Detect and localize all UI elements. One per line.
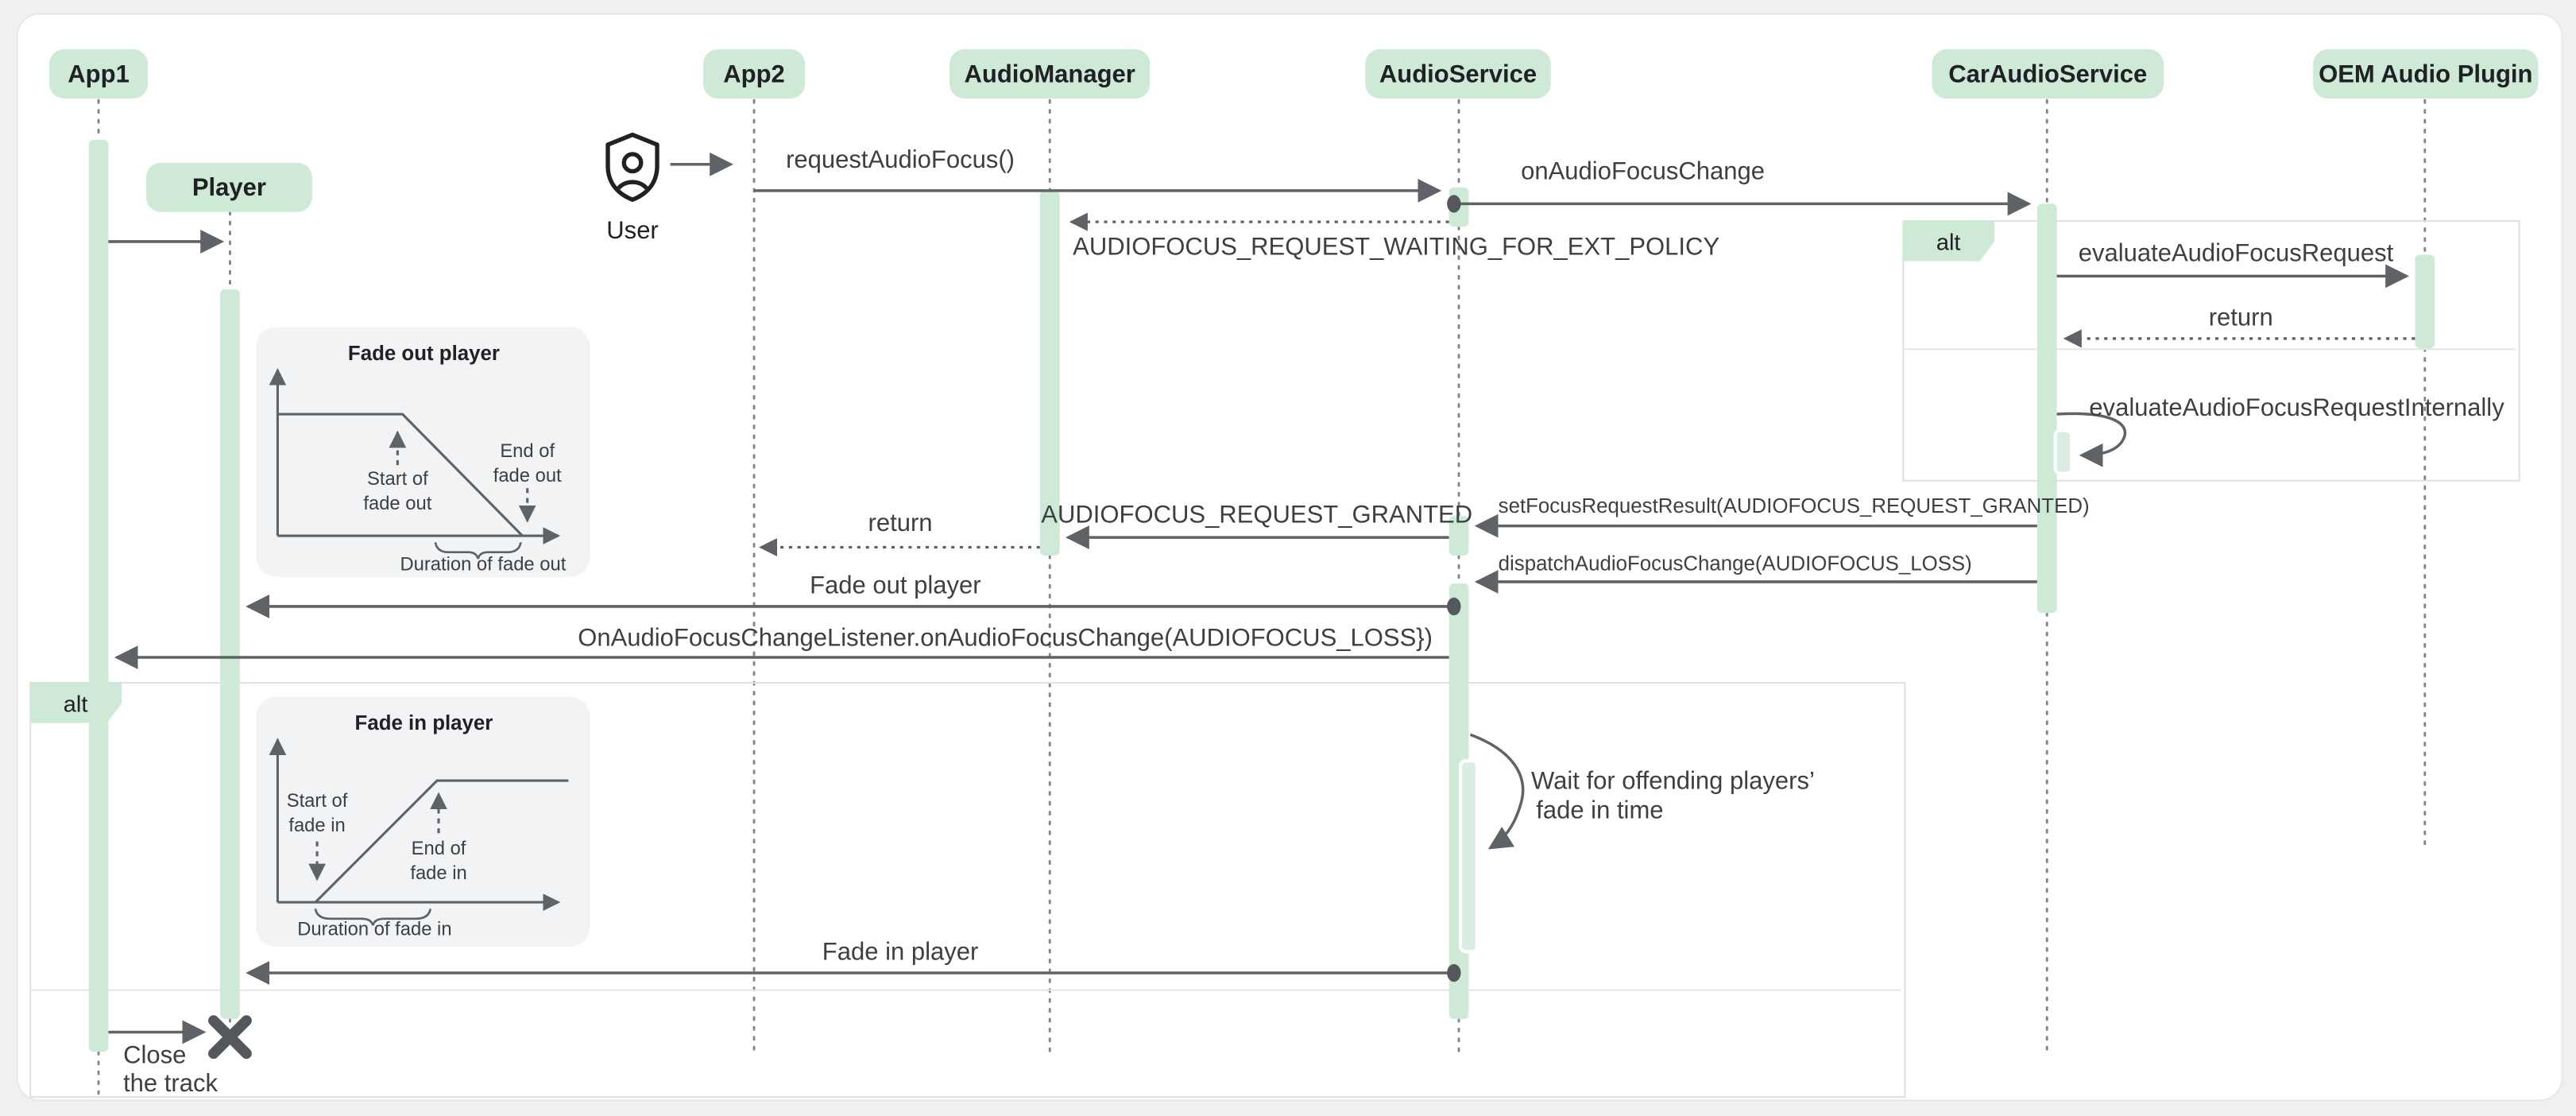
alt-left-label: alt: [63, 689, 88, 716]
activation-caraudioservice: [2036, 203, 2057, 614]
participant-app1-label: App1: [68, 60, 130, 88]
alt-right-label: alt: [1936, 227, 1961, 254]
participant-audioservice: AudioService: [1365, 49, 1551, 99]
fade-out-end-2: fade out: [493, 467, 562, 487]
participant-player-label: Player: [191, 173, 266, 202]
label-fade-in-player: Fade in player: [822, 938, 979, 967]
label-return-oem: return: [2208, 304, 2273, 332]
activation-oem: [2415, 254, 2435, 349]
label-close-line2: the track: [123, 1070, 219, 1099]
alt-fragment-right: [1902, 220, 2520, 482]
fade-in-start-2: fade in: [288, 816, 346, 837]
participant-audioservice-label: AudioService: [1379, 60, 1537, 88]
fade-in-end-1: End of: [411, 839, 466, 860]
activation-player: [220, 289, 240, 1019]
participant-app2-label: App2: [723, 60, 785, 88]
fade-out-start-1: Start of: [367, 470, 428, 490]
label-set-focus-result: setFocusRequestResult(AUDIOFOCUS_REQUEST…: [1498, 494, 2090, 518]
participant-app1: App1: [49, 49, 149, 99]
label-evaluate-internally: evaluateAudioFocusRequestInternally: [2089, 394, 2504, 423]
label-fade-out-player: Fade out player: [810, 572, 981, 600]
label-wait-line1: Wait for offending players’: [1531, 767, 1815, 796]
fade-out-duration: Duration of fade out: [400, 555, 567, 575]
label-request-audio-focus: requestAudioFocus(): [786, 146, 1015, 175]
activation-audiomanager: [1039, 190, 1060, 556]
label-wait-line2: fade in time: [1536, 796, 1664, 825]
participant-caraudioservice-label: CarAudioService: [1948, 60, 2148, 88]
participant-app2: App2: [702, 49, 806, 99]
label-return-app2: return: [868, 509, 933, 538]
fade-in-start-1: Start of: [286, 792, 348, 812]
label-evaluate-request: evaluateAudioFocusRequest: [2078, 239, 2394, 269]
fade-out-title: Fade out player: [347, 342, 500, 366]
alt-right-label-tab: alt: [1902, 220, 1995, 262]
label-on-audio-focus-change: onAudioFocusChange: [1521, 157, 1766, 186]
fade-out-start-2: fade out: [363, 494, 432, 515]
label-waiting-ext-policy: AUDIOFOCUS_REQUEST_WAITING_FOR_EXT_POLIC…: [1073, 233, 1720, 262]
label-close-line1: Close: [123, 1041, 187, 1071]
activation-audioservice-wait: [1459, 759, 1479, 954]
fade-in-title: Fade in player: [354, 711, 493, 735]
participant-player: Player: [146, 162, 312, 212]
activation-audioservice-2: [1449, 516, 1469, 556]
participant-audiomanager-label: AudioManager: [964, 60, 1135, 88]
alt-left-divider: [31, 989, 1901, 991]
label-on-focus-listener: OnAudioFocusChangeListener.onAudioFocusC…: [578, 624, 1433, 653]
participant-oem-plugin: OEM Audio Plugin: [2313, 49, 2539, 99]
label-user: User: [606, 216, 659, 246]
activation-caraudioservice-self: [2053, 428, 2074, 475]
fade-in-end-2: fade in: [410, 864, 467, 885]
activation-audioservice-1: [1449, 187, 1469, 227]
fade-out-end-1: End of: [500, 442, 555, 462]
fade-in-duration: Duration of fade in: [297, 920, 452, 940]
participant-oem-plugin-label: OEM Audio Plugin: [2319, 60, 2533, 88]
alt-right-divider: [1904, 348, 2516, 351]
participant-audiomanager: AudioManager: [950, 49, 1151, 99]
label-request-granted: AUDIOFOCUS_REQUEST_GRANTED: [1041, 501, 1473, 529]
alt-fragment-left: [29, 682, 1906, 1099]
participant-caraudioservice: CarAudioService: [1932, 49, 2164, 99]
activation-app1: [88, 139, 109, 1052]
label-dispatch-loss: dispatchAudioFocusChange(AUDIOFOCUS_LOSS…: [1498, 552, 1972, 575]
